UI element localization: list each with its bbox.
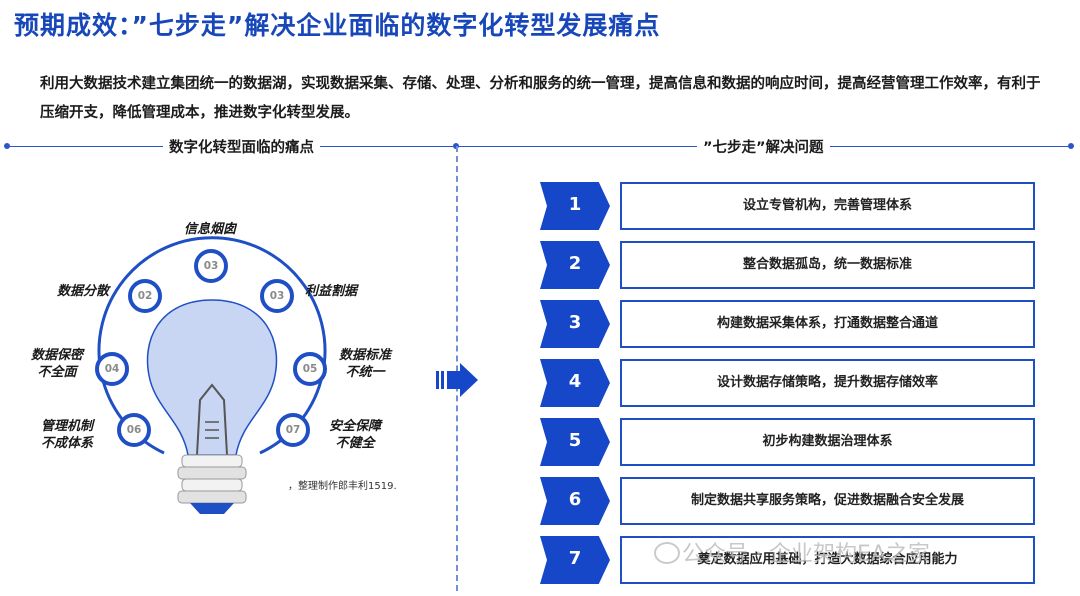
left-section-heading: 数字化转型面临的痛点: [163, 136, 320, 157]
step-number: 2: [540, 241, 610, 289]
step-text: 构建数据采集体系，打通数据整合通道: [620, 300, 1035, 348]
step-number: 1: [540, 182, 610, 230]
watermark: 公众号 · 企业架构EA之家: [682, 536, 930, 568]
pain-label-security: 安全保障 不健全: [329, 418, 381, 452]
pain-node-06: 06: [117, 413, 151, 447]
step-number: 3: [540, 300, 610, 348]
pain-label-data-standard: 数据标准 不统一: [339, 347, 391, 381]
step-number: 4: [540, 359, 610, 407]
step-text: 整合数据孤岛，统一数据标准: [620, 241, 1035, 289]
step-4: 4 设计数据存储策略，提升数据存储效率: [540, 359, 1035, 407]
step-number: 5: [540, 418, 610, 466]
step-1: 1 设立专管机构，完善管理体系: [540, 182, 1035, 230]
pain-label-info-silo: 信息烟囱: [184, 221, 236, 238]
pain-node-03-top: 03: [194, 249, 228, 283]
step-text: 设计数据存储策略，提升数据存储效率: [620, 359, 1035, 407]
wechat-icon: [654, 542, 680, 564]
step-text: 设立专管机构，完善管理体系: [620, 182, 1035, 230]
pain-node-02: 02: [128, 279, 162, 313]
step-2: 2 整合数据孤岛，统一数据标准: [540, 241, 1035, 289]
pain-label-interest-division: 利益割据: [305, 283, 357, 300]
pain-node-05: 05: [293, 352, 327, 386]
step-5: 5 初步构建数据治理体系: [540, 418, 1035, 466]
step-6: 6 制定数据共享服务策略，促进数据融合安全发展: [540, 477, 1035, 525]
right-line-dot: [1068, 143, 1074, 149]
pain-label-management-mechanism: 管理机制 不成体系: [41, 418, 93, 452]
pain-node-07: 07: [276, 413, 310, 447]
lightbulb-icon: [0, 160, 450, 520]
pain-node-03-right: 03: [260, 279, 294, 313]
right-section-heading: ”七步走”解决问题: [697, 136, 830, 157]
pain-label-data-scattered: 数据分散: [57, 283, 109, 300]
page-title: 预期成效：”七步走”解决企业面临的数字化转型发展痛点: [14, 6, 660, 42]
right-arrow-icon: [436, 361, 480, 399]
credit-text: ，整理制作郎丰利1519.: [288, 477, 397, 492]
intro-text: 利用大数据技术建立集团统一的数据湖，实现数据采集、存储、处理、分析和服务的统一管…: [40, 70, 1050, 128]
step-text: 制定数据共享服务策略，促进数据融合安全发展: [620, 477, 1035, 525]
step-number: 6: [540, 477, 610, 525]
step-number: 7: [540, 536, 610, 584]
step-text: 初步构建数据治理体系: [620, 418, 1035, 466]
step-3: 3 构建数据采集体系，打通数据整合通道: [540, 300, 1035, 348]
pain-label-data-confidentiality: 数据保密 不全面: [31, 347, 83, 381]
pain-node-04: 04: [95, 352, 129, 386]
